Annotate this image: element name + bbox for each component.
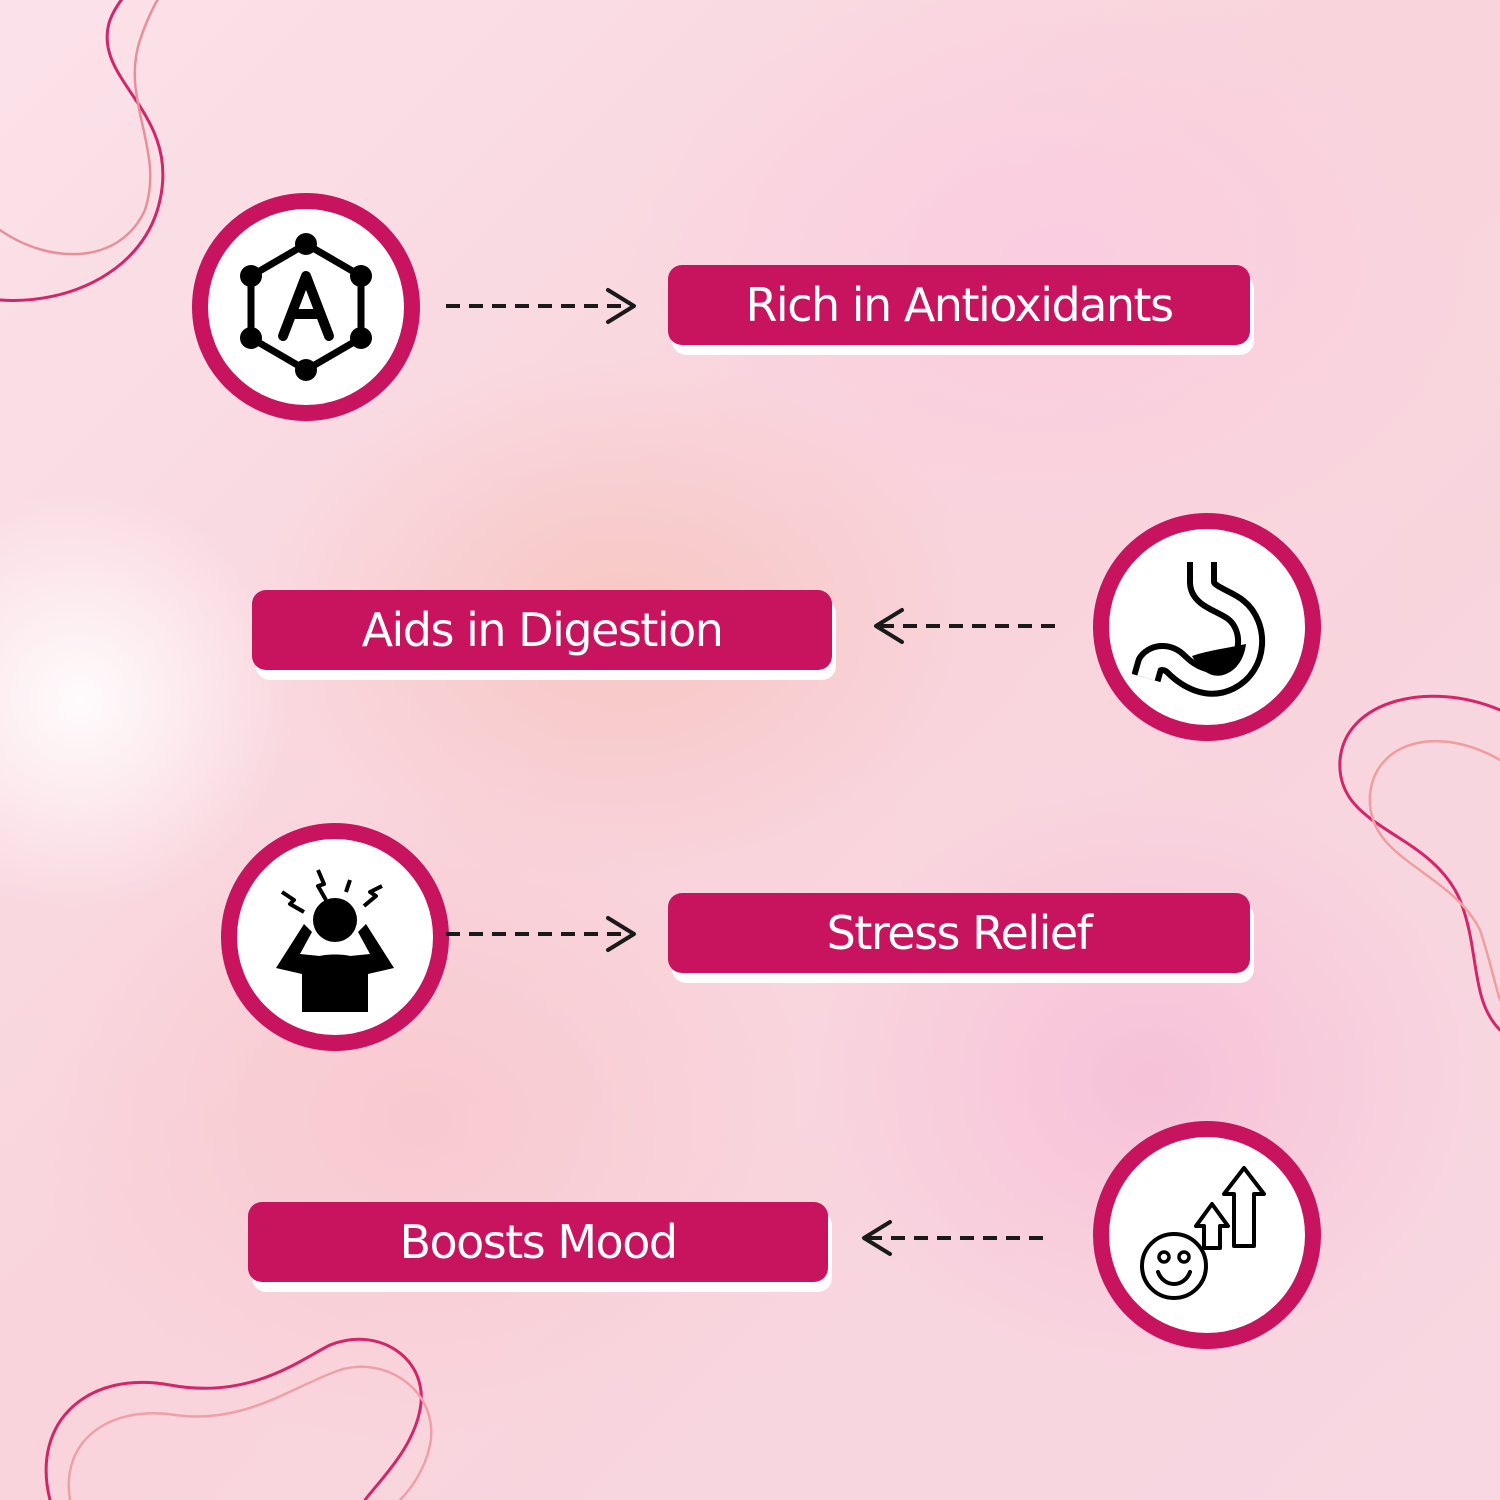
antioxidant-icon-circle [192, 193, 420, 421]
stress-icon-circle [221, 823, 449, 1051]
benefit-label-mood: Boosts Mood [248, 1202, 828, 1282]
antioxidant-icon [240, 233, 372, 381]
benefit-label-stress: Stress Relief [668, 893, 1250, 973]
mood-icon-circle [1093, 1121, 1321, 1349]
stomach-icon [1132, 562, 1265, 697]
arrow-right-icon [446, 288, 636, 324]
stomach-icon-circle [1093, 513, 1321, 741]
stressed-person-icon [276, 869, 394, 1012]
arrow-left-icon [862, 1220, 1052, 1256]
mood-boost-icon [1140, 1166, 1266, 1300]
benefit-label-digestion: Aids in Digestion [252, 590, 832, 670]
benefit-label-antioxidants: Rich in Antioxidants [668, 265, 1250, 345]
arrow-right-icon [446, 916, 636, 952]
arrow-left-icon [874, 608, 1064, 644]
